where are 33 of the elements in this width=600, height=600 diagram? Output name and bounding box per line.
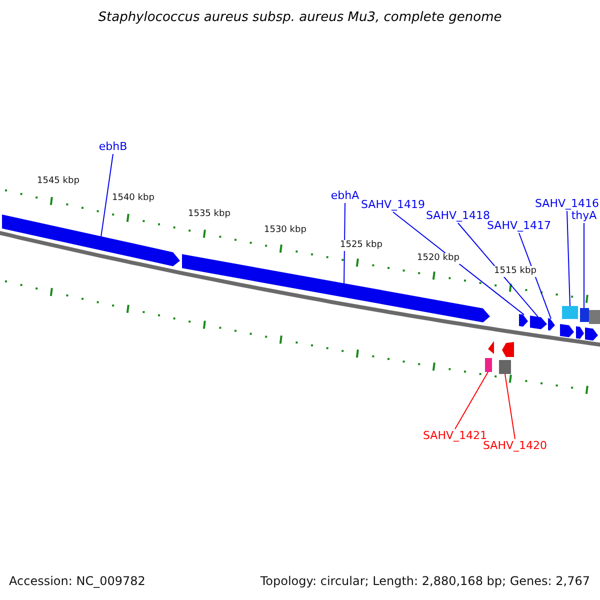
leader-line (100, 154, 114, 238)
leader-line (458, 222, 538, 318)
leader-line (392, 212, 524, 316)
leader-line (454, 372, 488, 430)
gene-label: ebhB (98, 141, 128, 152)
footer-text: Topology: circular; Length: 2,880,168 bp; Genes: 2,767 (260, 575, 590, 587)
scale-label: 1545 kbp (36, 176, 80, 187)
gene-feature (562, 306, 578, 319)
scale-label: 1530 kbp (263, 225, 308, 236)
scale-label: 1540 kbp (111, 193, 156, 204)
gene-feature (499, 360, 511, 374)
gene-feature (182, 254, 490, 322)
scale-label: 1535 kbp (187, 209, 232, 220)
scale-label: 1515 kbp (493, 266, 538, 277)
footer-text: Accession: NC_009782 (9, 575, 146, 587)
gene-label: SAHV_1416 (535, 198, 599, 209)
gene-label: thyA (571, 210, 597, 221)
gene-label: SAHV_1420 (483, 440, 547, 451)
diagram-title: Staphylococcus aureus subsp. aureus Mu3, complete genome (98, 11, 502, 24)
scale-label: 1520 kbp (416, 253, 460, 264)
gene-label: SAHV_1421 (423, 430, 487, 441)
leader-line (518, 232, 552, 320)
leader-line (504, 374, 516, 440)
gene-label: SAHV_1419 (361, 199, 425, 210)
gene-feature (485, 358, 492, 372)
scale-label: 1525 kbp (339, 240, 384, 251)
gene-label: SAHV_1418 (426, 210, 490, 221)
gene-label: ebhA (330, 190, 360, 201)
leader-line (566, 210, 570, 306)
gene-feature (2, 214, 180, 266)
gene-feature (580, 308, 589, 322)
gene-label: SAHV_1417 (487, 220, 551, 231)
gene-feature (519, 314, 528, 327)
